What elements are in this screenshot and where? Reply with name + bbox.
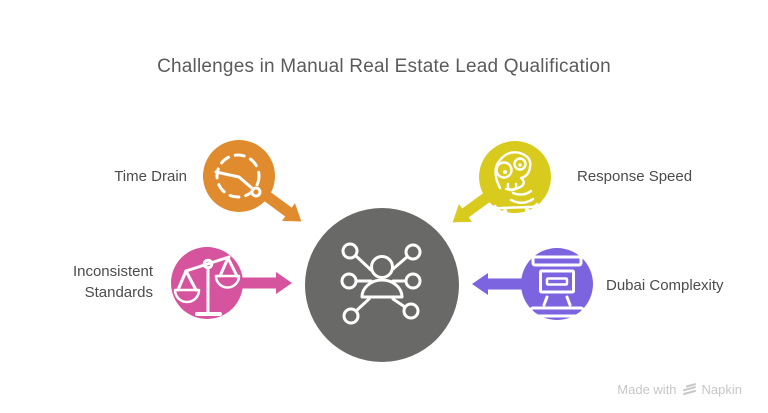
node-inconsistent-standards	[171, 247, 292, 319]
center-hub	[305, 208, 459, 362]
napkin-logo-icon	[682, 382, 696, 395]
response-speed-arrow	[452, 182, 505, 223]
node-dubai-complexity	[472, 248, 593, 320]
label-response-speed: Response Speed	[577, 168, 693, 185]
dubai-complexity-arrow	[472, 273, 536, 295]
watermark: Made with Napkin	[617, 382, 742, 397]
person-network-icon	[340, 242, 422, 325]
watermark-brand: Napkin	[701, 382, 742, 397]
node-response-speed	[452, 141, 551, 223]
label-time-drain: Time Drain	[114, 168, 187, 185]
slow-snail-icon	[493, 151, 539, 214]
inconsistent-standards-arrow	[228, 272, 292, 294]
label-dubai-complexity: Dubai Complexity	[606, 277, 724, 294]
balance-scales-icon	[173, 255, 241, 316]
page-title: Challenges in Manual Real Estate Lead Qu…	[157, 56, 611, 77]
clock-time-icon	[214, 153, 262, 199]
label-inconsistent-standards: Inconsistent Standards	[72, 263, 153, 301]
complexity-glyph-icon	[529, 255, 585, 318]
watermark-text: Made with	[617, 382, 677, 397]
node-time-drain	[203, 140, 302, 222]
center-circle	[305, 208, 459, 362]
time-drain-arrow	[249, 181, 302, 222]
